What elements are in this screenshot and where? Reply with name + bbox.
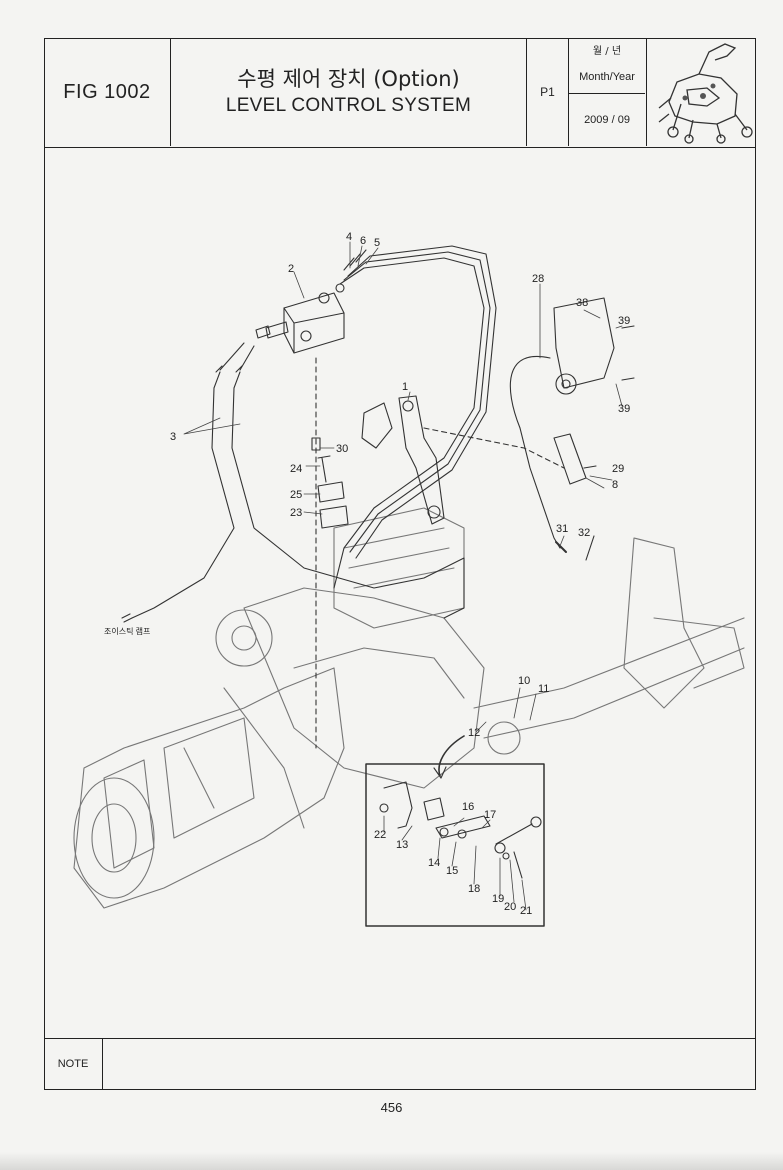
callout-labels: 1 2 3 4 5 6 8 10 11 12 13 14 15 16 17 18… [104, 231, 630, 917]
page-cell: P1 [527, 38, 569, 146]
valve-block [255, 283, 345, 354]
callout-38: 38 [576, 297, 588, 309]
callout-11: 11 [538, 683, 549, 695]
callout-23: 23 [290, 507, 302, 519]
leader-lines [183, 241, 623, 911]
note-row: NOTE [44, 1038, 756, 1090]
exploded-parts-diagram: 1 2 3 4 5 6 8 10 11 12 13 14 15 16 17 18… [73, 231, 745, 927]
callout-1: 1 [402, 381, 408, 393]
callout-3: 3 [170, 431, 176, 443]
date-label-korean: 월 / 년 [592, 45, 622, 57]
joystick-ramp-annotation: 조이스틱 램프 [104, 626, 150, 636]
callout-29: 29 [612, 463, 624, 475]
callout-18: 18 [468, 883, 480, 895]
callout-30: 30 [336, 443, 348, 455]
callout-6: 6 [360, 235, 366, 247]
callout-25: 25 [290, 489, 302, 501]
date-value: 2009 / 09 [584, 114, 630, 126]
title-cell: 수평 제어 장치 (Option) LEVEL CONTROL SYSTEM [171, 38, 527, 146]
callout-15: 15 [446, 865, 458, 877]
mounting-bracket [311, 357, 349, 749]
figure-number-text: FIG 1002 [63, 80, 151, 103]
callout-24: 24 [290, 463, 302, 475]
detail-inset [365, 735, 545, 927]
figure-number: FIG 1002 [44, 38, 171, 146]
callout-32: 32 [578, 527, 590, 539]
callout-5: 5 [374, 237, 380, 249]
page-frame [44, 38, 756, 1090]
title-block: FIG 1002 수평 제어 장치 (Option) LEVEL CONTROL… [44, 38, 756, 148]
scan-edge [0, 1152, 783, 1170]
page-label: P1 [540, 85, 555, 99]
title-korean: 수평 제어 장치 (Option) [237, 67, 460, 91]
backhoe-thumbnail-icon [658, 43, 753, 144]
callout-13: 13 [396, 839, 408, 851]
title-english: LEVEL CONTROL SYSTEM [225, 95, 472, 116]
callout-28: 28 [532, 273, 544, 285]
hose-lines [121, 245, 497, 623]
callout-19: 19 [492, 893, 504, 905]
date-label-english: Month/Year [569, 60, 645, 94]
callout-39-top: 39 [618, 315, 630, 327]
callout-16: 16 [462, 801, 474, 813]
callout-14: 14 [428, 857, 440, 869]
callout-31: 31 [556, 523, 568, 535]
callout-12: 12 [468, 727, 480, 739]
callout-10: 10 [518, 675, 530, 687]
control-lever [361, 395, 445, 525]
date-cell: 월 / 년 Month/Year 2009 / 09 [569, 38, 647, 146]
callout-8: 8 [612, 479, 618, 491]
callout-2: 2 [288, 263, 294, 275]
page-number: 456 [380, 1100, 403, 1115]
callout-17: 17 [484, 809, 496, 821]
machine-thumbnail [647, 38, 756, 146]
callout-39-bottom: 39 [618, 403, 630, 415]
control-cable [423, 297, 635, 561]
callout-4: 4 [346, 231, 352, 243]
callout-22: 22 [374, 829, 386, 841]
callout-21: 21 [520, 905, 532, 917]
callout-20: 20 [504, 901, 516, 913]
note-label: NOTE [44, 1039, 103, 1089]
transmission-housing [73, 507, 745, 909]
